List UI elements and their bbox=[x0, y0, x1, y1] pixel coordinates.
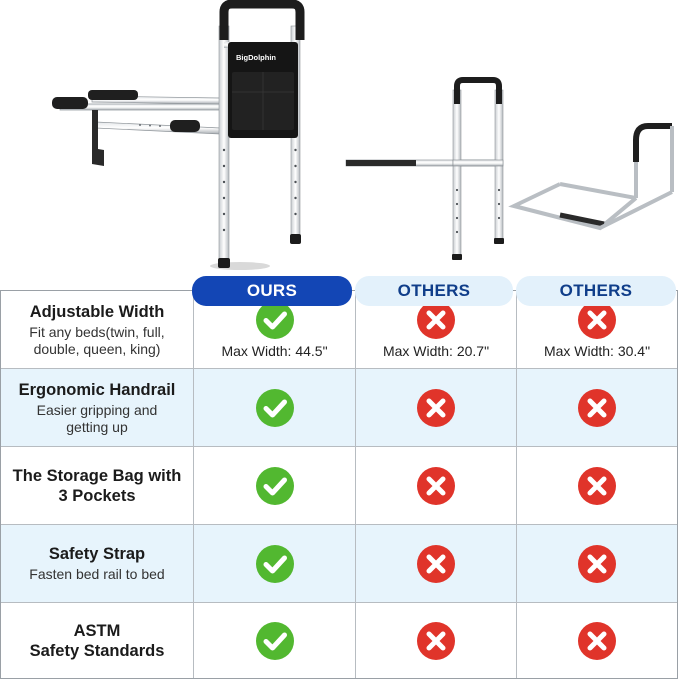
ours-cell bbox=[194, 447, 355, 524]
other-rail-1-image bbox=[345, 77, 504, 260]
ours-cell bbox=[194, 369, 355, 446]
other1-cell bbox=[356, 369, 516, 446]
other2-cell bbox=[517, 369, 677, 446]
other2-cell bbox=[517, 447, 677, 524]
cross-circle-icon bbox=[578, 466, 616, 505]
check-circle-icon bbox=[255, 544, 294, 583]
column-divider bbox=[516, 291, 517, 678]
check-circle-icon bbox=[255, 301, 294, 339]
other-rail-2-image bbox=[508, 123, 674, 231]
feature-cell: The Storage Bag with 3 Pockets bbox=[1, 447, 193, 524]
feature-cell: Ergonomic Handrail Easier gripping and g… bbox=[1, 369, 193, 446]
feature-title: Ergonomic Handrail bbox=[18, 380, 176, 399]
other1-cell bbox=[356, 525, 516, 602]
cross-circle-icon bbox=[578, 544, 616, 583]
comparison-table: Adjustable Width Fit any beds(twin, full… bbox=[0, 290, 678, 679]
table-row-ergonomic-handrail: Ergonomic Handrail Easier gripping and g… bbox=[1, 369, 677, 447]
table-row-safety-strap: Safety Strap Fasten bed rail to bed bbox=[1, 525, 677, 603]
feature-subtitle-line: double, queen, king) bbox=[33, 340, 161, 357]
table-row-adjustable-width: Adjustable Width Fit any beds(twin, full… bbox=[1, 291, 677, 369]
feature-title-line: Safety Standards bbox=[29, 641, 165, 660]
max-width-value: Max Width: 44.5" bbox=[221, 343, 328, 359]
max-width-value: Max Width: 30.4" bbox=[543, 343, 651, 359]
ours-cell: Max Width: 44.5" bbox=[194, 291, 355, 368]
cross-circle-icon bbox=[417, 301, 455, 339]
check-circle-icon bbox=[255, 621, 294, 660]
ours-cell bbox=[194, 525, 355, 602]
feature-title-line: ASTM bbox=[73, 621, 121, 640]
column-divider bbox=[355, 291, 356, 678]
cross-circle-icon bbox=[417, 544, 455, 583]
cross-circle-icon bbox=[578, 388, 616, 427]
cross-circle-icon bbox=[417, 466, 455, 505]
check-circle-icon bbox=[255, 388, 294, 427]
feature-cell: Safety Strap Fasten bed rail to bed bbox=[1, 525, 193, 602]
feature-cell: Adjustable Width Fit any beds(twin, full… bbox=[1, 291, 193, 368]
other2-cell bbox=[517, 525, 677, 602]
ours-bed-rail-image: BigDolphin bbox=[52, 0, 305, 270]
max-width-value: Max Width: 20.7" bbox=[382, 343, 490, 359]
cross-circle-icon bbox=[578, 301, 616, 339]
feature-subtitle-line: Easier gripping and bbox=[36, 401, 158, 418]
cross-circle-icon bbox=[417, 621, 455, 660]
feature-subtitle-line: getting up bbox=[66, 418, 128, 435]
ours-cell bbox=[194, 603, 355, 678]
table-row-astm: ASTM Safety Standards bbox=[1, 603, 677, 678]
feature-title-line: 3 Pockets bbox=[58, 486, 136, 505]
table-row-storage-bag: The Storage Bag with 3 Pockets bbox=[1, 447, 677, 525]
other1-cell bbox=[356, 603, 516, 678]
feature-title: Safety Strap bbox=[48, 545, 146, 563]
other1-cell: Max Width: 20.7" bbox=[356, 291, 516, 368]
header-ours: OURS bbox=[192, 276, 352, 306]
other1-cell bbox=[356, 447, 516, 524]
feature-cell: ASTM Safety Standards bbox=[1, 603, 193, 678]
cross-circle-icon bbox=[578, 621, 616, 660]
check-circle-icon bbox=[255, 466, 294, 505]
feature-subtitle-line: Fasten bed rail to bed bbox=[29, 566, 165, 582]
cross-circle-icon bbox=[417, 388, 455, 427]
header-others-2: OTHERS bbox=[516, 276, 676, 306]
other2-cell bbox=[517, 603, 677, 678]
product-illustrations: BigDolphin bbox=[52, 0, 674, 270]
feature-title: Adjustable Width bbox=[29, 302, 165, 321]
column-divider bbox=[193, 291, 194, 678]
bag-brand-label: BigDolphin bbox=[236, 53, 276, 62]
other2-cell: Max Width: 30.4" bbox=[517, 291, 677, 368]
feature-title-line: The Storage Bag with bbox=[12, 466, 182, 485]
header-others-1: OTHERS bbox=[355, 276, 513, 306]
feature-subtitle-line: Fit any beds(twin, full, bbox=[29, 323, 165, 340]
